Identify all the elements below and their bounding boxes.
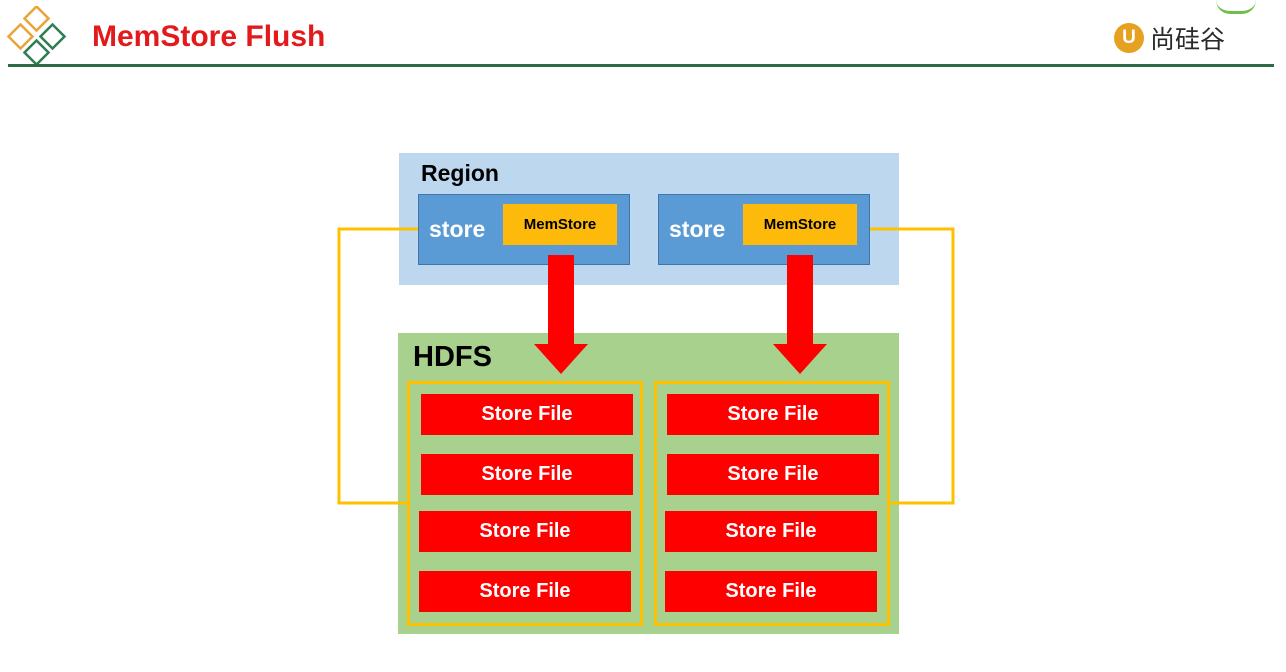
- connector-line-left: [337, 227, 418, 505]
- flush-arrow-2: [773, 255, 827, 374]
- diamond-lattice-icon: [6, 6, 67, 64]
- file-group-1: [407, 381, 643, 626]
- brand-badge-glyph: U: [1122, 27, 1136, 48]
- store-label-2: store: [669, 216, 726, 242]
- store-label-1: store: [429, 216, 486, 242]
- memstore-box-1: MemStore: [503, 204, 617, 245]
- page-title: MemStore Flush: [92, 20, 326, 53]
- brand-badge-icon: U: [1114, 23, 1144, 53]
- brand-name: 尚硅谷: [1150, 25, 1226, 54]
- flush-arrow-1: [534, 255, 588, 374]
- brand-logo: U 尚硅谷: [1114, 20, 1225, 56]
- brand-swoosh-icon: [1216, 0, 1256, 14]
- header-divider: [8, 64, 1274, 67]
- hdfs-label: HDFS: [413, 341, 492, 373]
- connector-line-right: [870, 227, 955, 505]
- store-file-1-2: Store File: [421, 454, 633, 495]
- store-file-2-3: Store File: [665, 511, 877, 552]
- file-group-2: [654, 381, 890, 626]
- store-file-2-1: Store File: [667, 394, 879, 435]
- store-file-2-4: Store File: [665, 571, 877, 612]
- store-file-1-4: Store File: [419, 571, 631, 612]
- store-file-2-2: Store File: [667, 454, 879, 495]
- store-file-1-3: Store File: [419, 511, 631, 552]
- store-file-1-1: Store File: [421, 394, 633, 435]
- region-label: Region: [421, 160, 499, 186]
- memstore-box-2: MemStore: [743, 204, 857, 245]
